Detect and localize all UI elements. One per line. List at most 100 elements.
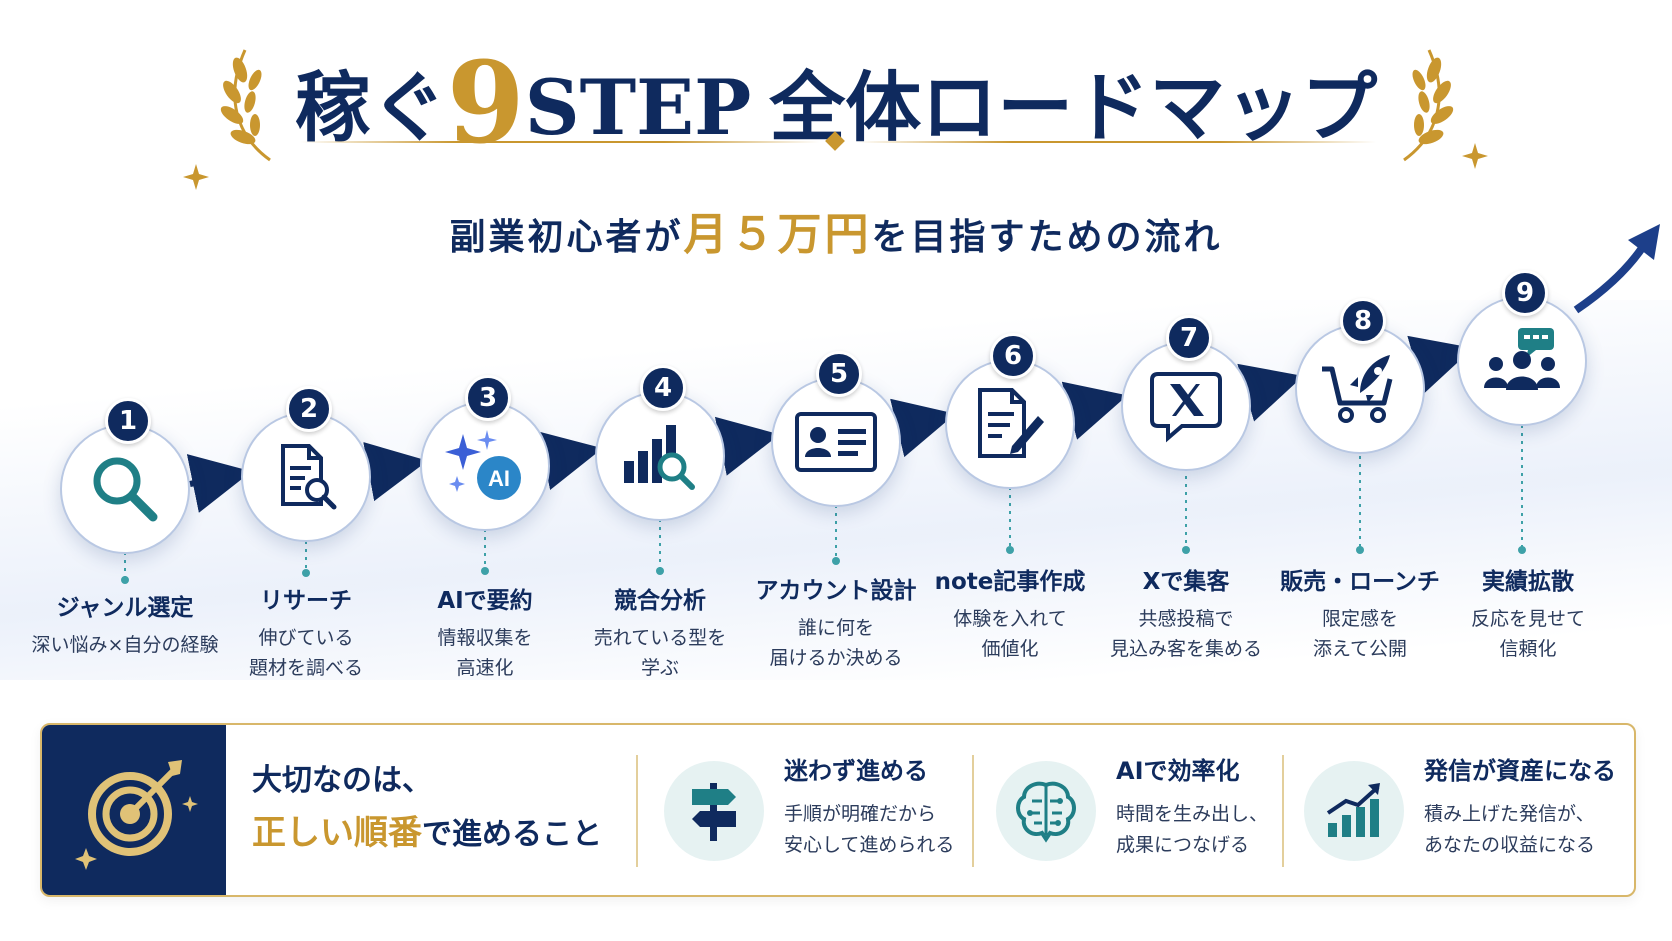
panel-divider: [636, 755, 638, 867]
connector-arrow: [1237, 363, 1304, 422]
key-message-line1: 大切なのは、: [252, 763, 432, 798]
step-3-text: AIで要約 情報収集を高速化: [370, 585, 600, 683]
step-title: 競合分析: [614, 588, 706, 614]
leader-dot: [656, 567, 664, 575]
step-desc: 誰に何を届けるか決める: [769, 617, 903, 669]
key-message-line2: 正しい順番で進めること: [252, 813, 602, 853]
connector-arrow: [363, 442, 428, 502]
step-number: 1: [105, 398, 151, 444]
step-number: 4: [640, 365, 686, 411]
connector-arrow: [714, 416, 780, 476]
step-desc: 限定感を添えて公開: [1312, 608, 1408, 660]
step-5-text: アカウント設計 誰に何を届けるか決める: [721, 575, 951, 673]
step-3[interactable]: AI 3: [420, 375, 550, 531]
title-step: STEP: [524, 63, 752, 152]
connector-arrow: [537, 431, 603, 491]
step-title: 販売・ローンチ: [1280, 569, 1440, 595]
growth-arrow: [1573, 245, 1646, 314]
key-message-highlight: 正しい順番: [252, 813, 422, 853]
leader-dot: [1006, 546, 1014, 554]
step-1[interactable]: 1: [60, 398, 190, 554]
step-title: リサーチ: [260, 588, 352, 614]
step-9-text: 実績拡散 反応を見せて信頼化: [1413, 566, 1643, 664]
step-desc: 深い悩み×自分の経験: [31, 634, 219, 656]
step-title: アカウント設計: [755, 578, 917, 604]
laurel-right-icon: [1403, 49, 1454, 162]
group-chat-icon: [1484, 328, 1560, 390]
leader-dot: [1182, 546, 1190, 554]
connector-arrow: [1407, 335, 1474, 394]
step-1-text: ジャンル選定 深い悩み×自分の経験: [10, 592, 240, 660]
connector-arrow: [890, 398, 956, 458]
benefit-item: 迷わず進める 手順が明確だから安心して進められる: [664, 751, 974, 871]
leader-dot: [1518, 546, 1526, 554]
search-icon: [93, 457, 158, 522]
step-desc: 共感投稿で見込み客を集める: [1109, 608, 1262, 660]
step-number: 5: [816, 351, 862, 397]
connector-arrow: [1061, 381, 1128, 440]
growth-arrowhead: [1628, 224, 1660, 260]
step-8-text: 販売・ローンチ 限定感を添えて公開: [1245, 566, 1475, 664]
title-number: 9: [446, 38, 525, 169]
step-7[interactable]: 7: [1121, 315, 1251, 471]
step-6[interactable]: 6: [945, 333, 1075, 489]
panel-divider: [1282, 755, 1284, 867]
panel-divider: [972, 755, 974, 867]
step-title: AIで要約: [437, 588, 533, 614]
subtitle-highlight: 月５万円: [683, 209, 872, 260]
step-4-text: 競合分析 売れている型を学ぶ: [545, 585, 775, 683]
brain-icon: [1016, 781, 1076, 843]
ai-sparkle-icon: AI: [445, 430, 521, 500]
step-number: 3: [465, 375, 511, 421]
laurel-left-icon: [220, 49, 271, 162]
title-prefix: 稼ぐ: [294, 63, 447, 152]
sparkle-icon: [1462, 143, 1488, 169]
step-circle: [771, 377, 901, 507]
benefit-icon-bg: [1304, 761, 1404, 861]
step-desc: 体験を入れて価値化: [953, 608, 1067, 660]
step-circle: [1295, 324, 1425, 454]
target-icon: [75, 760, 198, 870]
step-number: 9: [1502, 270, 1548, 316]
title-divider-right: [856, 141, 1376, 143]
step-9[interactable]: 9: [1457, 270, 1587, 426]
benefit-desc: 時間を生み出し、成果につなげる: [1116, 803, 1269, 856]
leader-dot: [121, 576, 129, 584]
chart-search-icon: [624, 425, 695, 490]
step-circle: AI: [420, 401, 550, 531]
step-desc: 売れている型を学ぶ: [593, 627, 727, 679]
svg-text:AI: AI: [488, 466, 510, 491]
benefit-item: 発信が資産になる 積み上げた発信が、あなたの収益になる: [1304, 751, 1616, 871]
step-2-text: リサーチ 伸びている題材を調べる: [191, 585, 421, 683]
summary-panel: 大切なのは、 正しい順番で進めること 迷わず進める 手順が明確だから安心して進め…: [40, 723, 1636, 897]
growth-chart-icon: [1326, 783, 1380, 837]
benefit-desc: 積み上げた発信が、あなたの収益になる: [1424, 803, 1596, 856]
step-title: note記事作成: [934, 569, 1086, 595]
benefit-item: AIで効率化 時間を生み出し、成果につなげる: [996, 751, 1306, 871]
title-suffix: 全体ロードマップ: [769, 63, 1378, 152]
profile-card-icon: [795, 412, 877, 472]
step-circle: [1457, 296, 1587, 426]
step-title: ジャンル選定: [56, 595, 194, 621]
leader-dot: [302, 569, 310, 577]
step-number: 7: [1166, 315, 1212, 361]
title-divider-left: [300, 141, 820, 143]
leader-dot: [832, 557, 840, 565]
step-number: 2: [286, 386, 332, 432]
benefit-desc: 手順が明確だから安心して進められる: [784, 803, 955, 856]
subtitle: 副業初心者が月５万円を目指すための流れ: [0, 210, 1672, 262]
subtitle-before: 副業初心者が: [449, 216, 684, 258]
step-8[interactable]: 8: [1295, 298, 1425, 454]
step-4[interactable]: 4: [595, 365, 725, 521]
step-2[interactable]: 2: [241, 386, 371, 542]
connector-arrow: [186, 454, 252, 513]
leader-dot: [481, 567, 489, 575]
cart-rocket-icon: [1322, 355, 1393, 423]
step-number: 6: [990, 333, 1036, 379]
benefit-title: AIで効率化: [1116, 757, 1240, 785]
step-5[interactable]: 5: [771, 351, 901, 507]
signpost-icon: [692, 783, 736, 841]
